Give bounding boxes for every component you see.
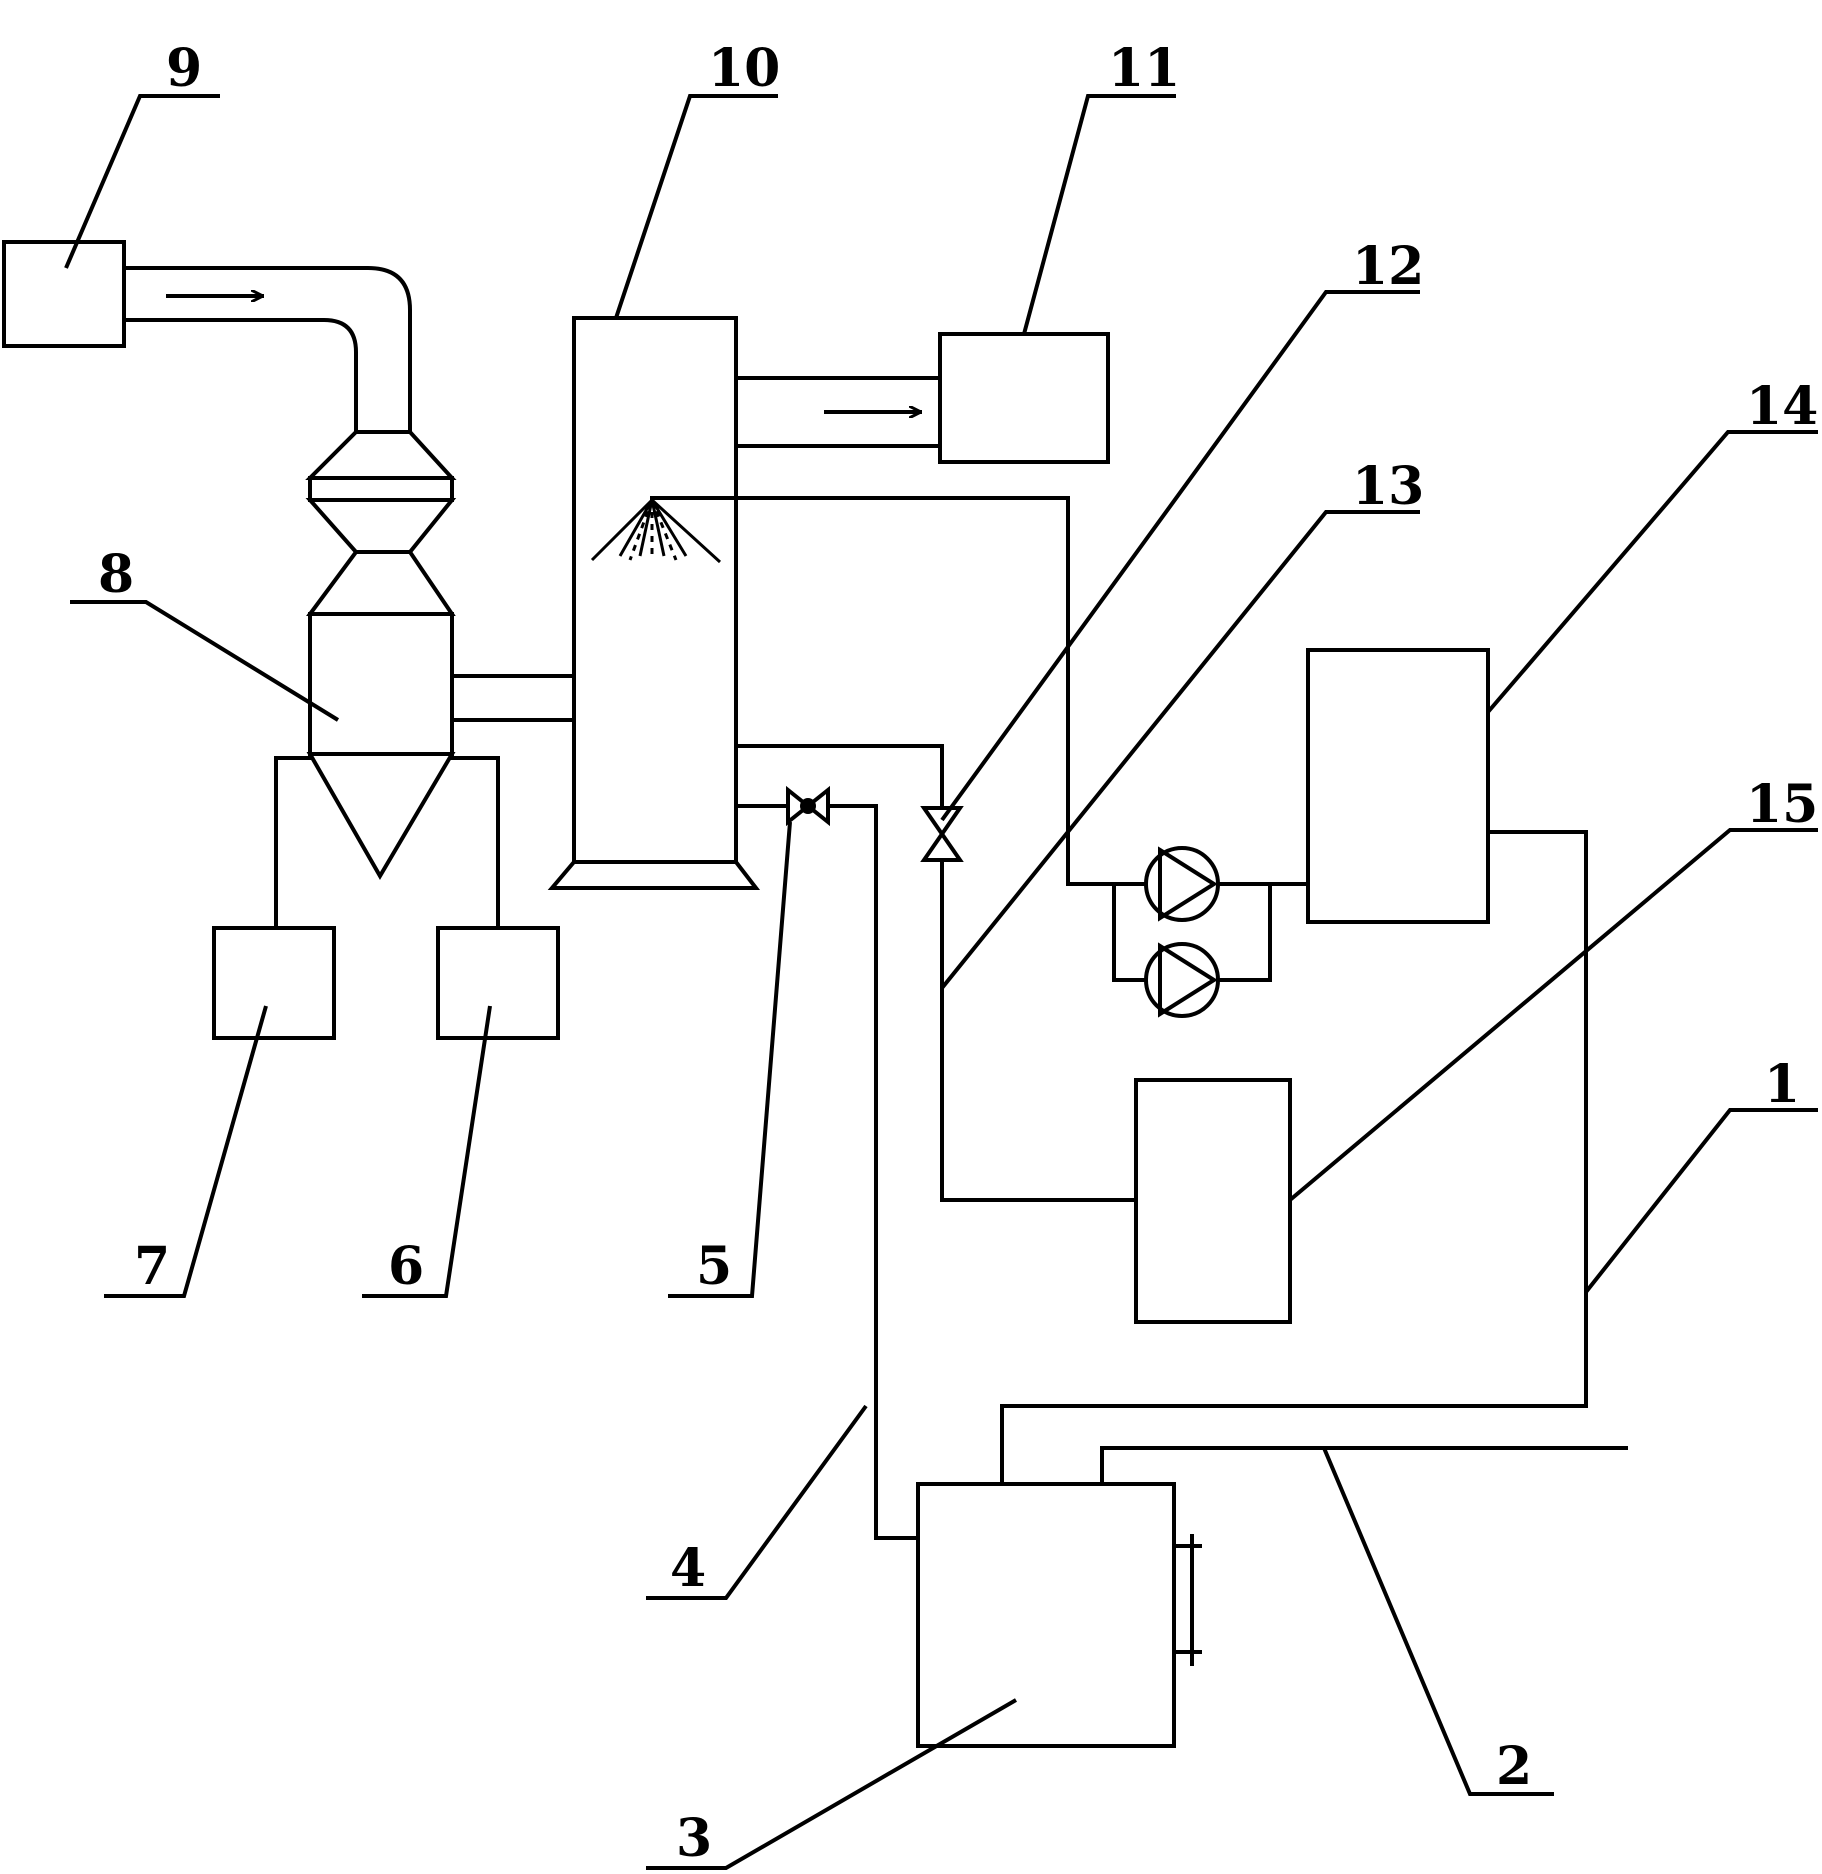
label-2: 2 bbox=[1496, 1736, 1532, 1797]
line-to-valve-12 bbox=[734, 744, 944, 810]
label-11: 11 bbox=[1108, 38, 1180, 99]
line-1 bbox=[1000, 830, 1588, 1486]
tower-base bbox=[547, 860, 761, 890]
unit-14-box bbox=[1306, 648, 1490, 924]
label-4: 4 bbox=[670, 1538, 706, 1599]
ball-valve-icon bbox=[786, 785, 830, 827]
label-3: 3 bbox=[676, 1808, 712, 1869]
pump-loop bbox=[1066, 882, 1310, 982]
label-9: 9 bbox=[166, 38, 202, 99]
label-13: 13 bbox=[1352, 456, 1424, 517]
label-10: 10 bbox=[708, 38, 780, 99]
unit-11-box bbox=[938, 332, 1110, 464]
label-5: 5 bbox=[696, 1236, 732, 1297]
duct-10-to-11 bbox=[734, 376, 942, 448]
pump-icon-2 bbox=[1144, 942, 1220, 1018]
leader-11 bbox=[1022, 94, 1176, 335]
leader-3 bbox=[646, 1698, 1018, 1870]
leader-8 bbox=[70, 600, 340, 722]
leader-5 bbox=[668, 821, 792, 1298]
label-12: 12 bbox=[1352, 236, 1424, 297]
pump-icon-1 bbox=[1144, 846, 1220, 922]
leader-15 bbox=[1288, 828, 1818, 1202]
unit-6-box bbox=[436, 926, 560, 1040]
spray-supply-line bbox=[650, 496, 1070, 886]
leader-7 bbox=[104, 1005, 268, 1298]
spray-nozzle-icon bbox=[590, 498, 722, 564]
leader-9 bbox=[64, 94, 220, 269]
leader-13 bbox=[940, 510, 1420, 990]
unit-9-box bbox=[2, 240, 126, 348]
leader-10 bbox=[614, 94, 778, 319]
label-8: 8 bbox=[98, 544, 134, 605]
label-6: 6 bbox=[388, 1236, 424, 1297]
label-14: 14 bbox=[1746, 376, 1818, 437]
separator-vessel-8 bbox=[305, 430, 457, 880]
leader-2 bbox=[1322, 1447, 1554, 1796]
unit-3-box bbox=[916, 1482, 1176, 1748]
flue-duct bbox=[122, 266, 412, 434]
line-4 bbox=[826, 804, 920, 1540]
leader-12 bbox=[940, 290, 1420, 822]
label-7: 7 bbox=[134, 1236, 170, 1297]
unit-15-box bbox=[1134, 1078, 1292, 1324]
line-to-7 bbox=[274, 756, 312, 930]
line-2 bbox=[1100, 1446, 1628, 1486]
duct-8-to-10 bbox=[450, 674, 576, 722]
label-15: 15 bbox=[1746, 774, 1818, 835]
leader-6 bbox=[362, 1005, 492, 1298]
line-to-6 bbox=[450, 756, 500, 930]
label-1: 1 bbox=[1764, 1054, 1800, 1115]
leader-14 bbox=[1486, 430, 1818, 714]
leader-4 bbox=[646, 1404, 868, 1600]
line-valve-to-15 bbox=[940, 858, 1138, 1202]
gate-valve-icon bbox=[920, 806, 964, 862]
tower-10 bbox=[572, 316, 738, 864]
unit-7-box bbox=[212, 926, 336, 1040]
level-gauge bbox=[1172, 1534, 1202, 1666]
leader-1 bbox=[1584, 1108, 1818, 1294]
